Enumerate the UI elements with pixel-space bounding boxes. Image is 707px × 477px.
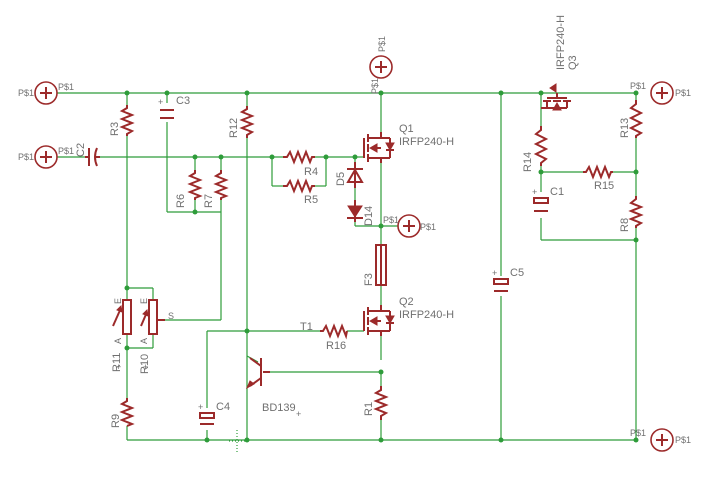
port-label: P$1 [58,146,74,156]
wires [46,92,637,441]
port-label: P$1 [377,36,387,52]
svg-text:+: + [158,97,163,107]
svg-text:R14: R14 [522,152,534,172]
svg-text:R5: R5 [304,194,318,206]
svg-text:T1: T1 [300,321,313,333]
svg-text:R6: R6 [175,194,187,208]
port-label: P$1 [420,222,436,232]
resistor-r5: R5 [283,178,318,206]
svg-text:F3: F3 [363,273,375,286]
port-q1-drain: P$1 P$1 [369,36,393,94]
capacitor-c3: + C3 [158,95,190,119]
potentiometer-r11: E A R11 [111,298,132,372]
port-label: P$1 [630,428,646,438]
svg-text:R13: R13 [619,118,631,138]
svg-text:IRFP240-H: IRFP240-H [399,136,454,148]
capacitor-c2: C2 [75,143,100,167]
resistor-r12: R12 [228,106,255,138]
svg-text:C4: C4 [216,401,230,413]
resistor-r4: R4 [283,149,318,178]
svg-text:+: + [492,268,497,278]
svg-text:BD139: BD139 [262,402,296,414]
resistor-r15: R15 [583,164,614,192]
svg-text:+: + [198,402,203,412]
port-output-mid: P$1 P$1 [383,214,436,238]
svg-text:R3: R3 [109,122,121,136]
resistor-r16: R16 [320,323,348,352]
port-label: P$1 [58,82,74,92]
svg-text:R1: R1 [363,402,375,416]
svg-text:A: A [113,338,123,344]
svg-text:C3: C3 [176,95,190,107]
resistor-r3: R3 [109,105,135,136]
svg-text:R8: R8 [619,218,631,232]
port-label: P$1 [18,152,34,162]
mosfet-q2: Q2 IRFP240-H [363,296,454,336]
diode-d14: D14 [347,200,375,226]
resistor-r14: R14 [522,126,549,172]
port-right-top: P$1 P$1 [630,81,691,105]
port-label: P$1 [370,78,380,94]
svg-text:R11: R11 [111,353,123,372]
svg-text:R16: R16 [326,340,346,352]
resistor-r1: R1 [363,386,389,420]
svg-text:Q3: Q3 [567,55,579,70]
svg-text:R7: R7 [203,194,215,208]
port-label: P$1 [675,88,691,98]
svg-text:A: A [139,338,149,344]
port-right-bottom: P$1 P$1 [630,428,691,452]
svg-text:R15: R15 [594,180,614,192]
port-input-top: P$1 P$1 [18,81,74,105]
plus-marker: + [143,362,148,372]
capacitor-c1: + C1 [532,186,564,212]
svg-text:Q2: Q2 [399,296,414,308]
svg-text:IRFP240-H: IRFP240-H [555,15,567,70]
svg-text:E: E [113,298,123,304]
junctions [124,90,639,443]
svg-text:C1: C1 [550,186,564,198]
svg-text:+: + [296,409,301,419]
port-label: P$1 [675,435,691,445]
fuse-f3: F3 [363,244,387,286]
svg-text:IRFP240-H: IRFP240-H [399,309,454,321]
svg-text:C5: C5 [510,267,524,279]
transistor-t1: T1 BD139 + [245,321,313,419]
resistor-r8: R8 [619,196,644,232]
port-input-signal: P$1 P$1 [18,145,74,169]
svg-text:S: S [168,311,174,321]
diode-d5: D5 [335,162,364,188]
plus-marker: + [116,362,121,372]
svg-text:D14: D14 [363,206,375,226]
svg-text:E: E [139,298,149,304]
capacitor-c5: + C5 [492,267,524,292]
svg-text:R4: R4 [304,166,318,178]
resistor-r6: R6 [175,170,203,208]
svg-text:R10: R10 [139,354,151,374]
mosfet-q3: IRFP240-H Q3 [541,15,579,111]
port-label: P$1 [630,81,646,91]
resistor-r13: R13 [619,100,644,138]
potentiometer-r10: E A R10 S [139,298,174,374]
port-label: P$1 [18,88,34,98]
svg-text:R12: R12 [228,118,240,138]
mosfet-q1: Q1 IRFP240-H [363,123,454,163]
port-label: P$1 [383,215,399,225]
svg-text:D5: D5 [335,172,347,186]
capacitor-c4: + C4 [198,401,230,425]
svg-text:R9: R9 [110,414,122,428]
resistor-r9: R9 [110,398,135,428]
resistor-r7: R7 [203,170,229,208]
svg-text:C2: C2 [75,143,87,157]
svg-text:+: + [532,187,537,197]
ground-marker [229,430,245,452]
svg-text:Q1: Q1 [399,123,414,135]
